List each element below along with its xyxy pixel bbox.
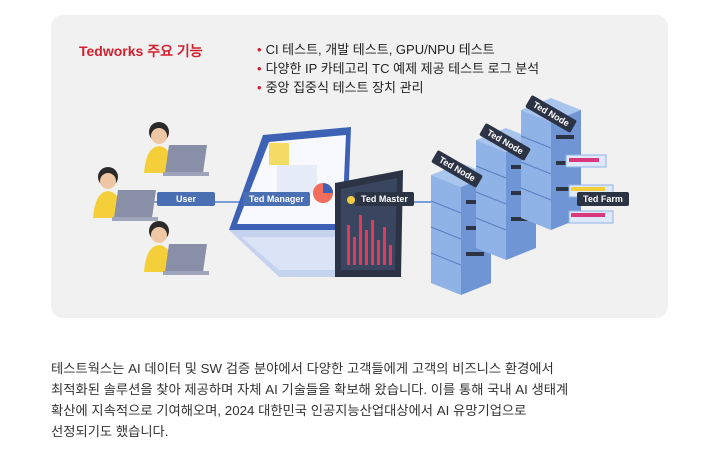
ted-master-label: Ted Master bbox=[355, 192, 414, 206]
bullet-icon: • bbox=[257, 42, 262, 57]
user-figure bbox=[144, 221, 209, 275]
feature-item: •다양한 IP 카테고리 TC 예제 제공 테스트 로그 분석 bbox=[257, 61, 540, 76]
description: 테스트웍스는 AI 데이터 및 SW 검증 분야에서 다양한 고객들에게 고객의… bbox=[51, 358, 671, 442]
feature-item: •CI 테스트, 개발 테스트, GPU/NPU 테스트 bbox=[257, 42, 495, 57]
user-figure bbox=[144, 122, 209, 176]
monitor bbox=[335, 170, 403, 277]
description-line: 최적화된 솔루션을 찾아 제공하며 자체 AI 기술들을 확보해 왔습니다. 이… bbox=[51, 382, 569, 397]
description-line: 테스트웍스는 AI 데이터 및 SW 검증 분야에서 다양한 고객들에게 고객의… bbox=[51, 361, 554, 376]
architecture-illustration bbox=[93, 98, 614, 295]
user-figure bbox=[93, 167, 158, 221]
ted-manager-label: Ted Manager bbox=[243, 192, 310, 206]
server-stack bbox=[520, 98, 581, 230]
farm-drawers bbox=[565, 154, 614, 224]
description-line: 선정되기도 했습니다. bbox=[51, 424, 169, 439]
description-line: 확산에 지속적으로 기여해오며, 2024 대한민국 인공지능산업대상에서 AI… bbox=[51, 403, 527, 418]
features-card: Tedworks 주요 기능 •CI 테스트, 개발 테스트, GPU/NPU … bbox=[51, 15, 668, 318]
feature-list: •CI 테스트, 개발 테스트, GPU/NPU 테스트 •다양한 IP 카테고… bbox=[257, 40, 539, 97]
user-label: User bbox=[157, 192, 215, 206]
feature-item: •중앙 집중식 테스트 장치 관리 bbox=[257, 80, 424, 95]
bullet-icon: • bbox=[257, 61, 262, 76]
bullet-icon: • bbox=[257, 80, 262, 95]
ted-farm-label: Ted Farm bbox=[577, 192, 629, 206]
feature-title: Tedworks 주요 기능 bbox=[79, 43, 203, 59]
